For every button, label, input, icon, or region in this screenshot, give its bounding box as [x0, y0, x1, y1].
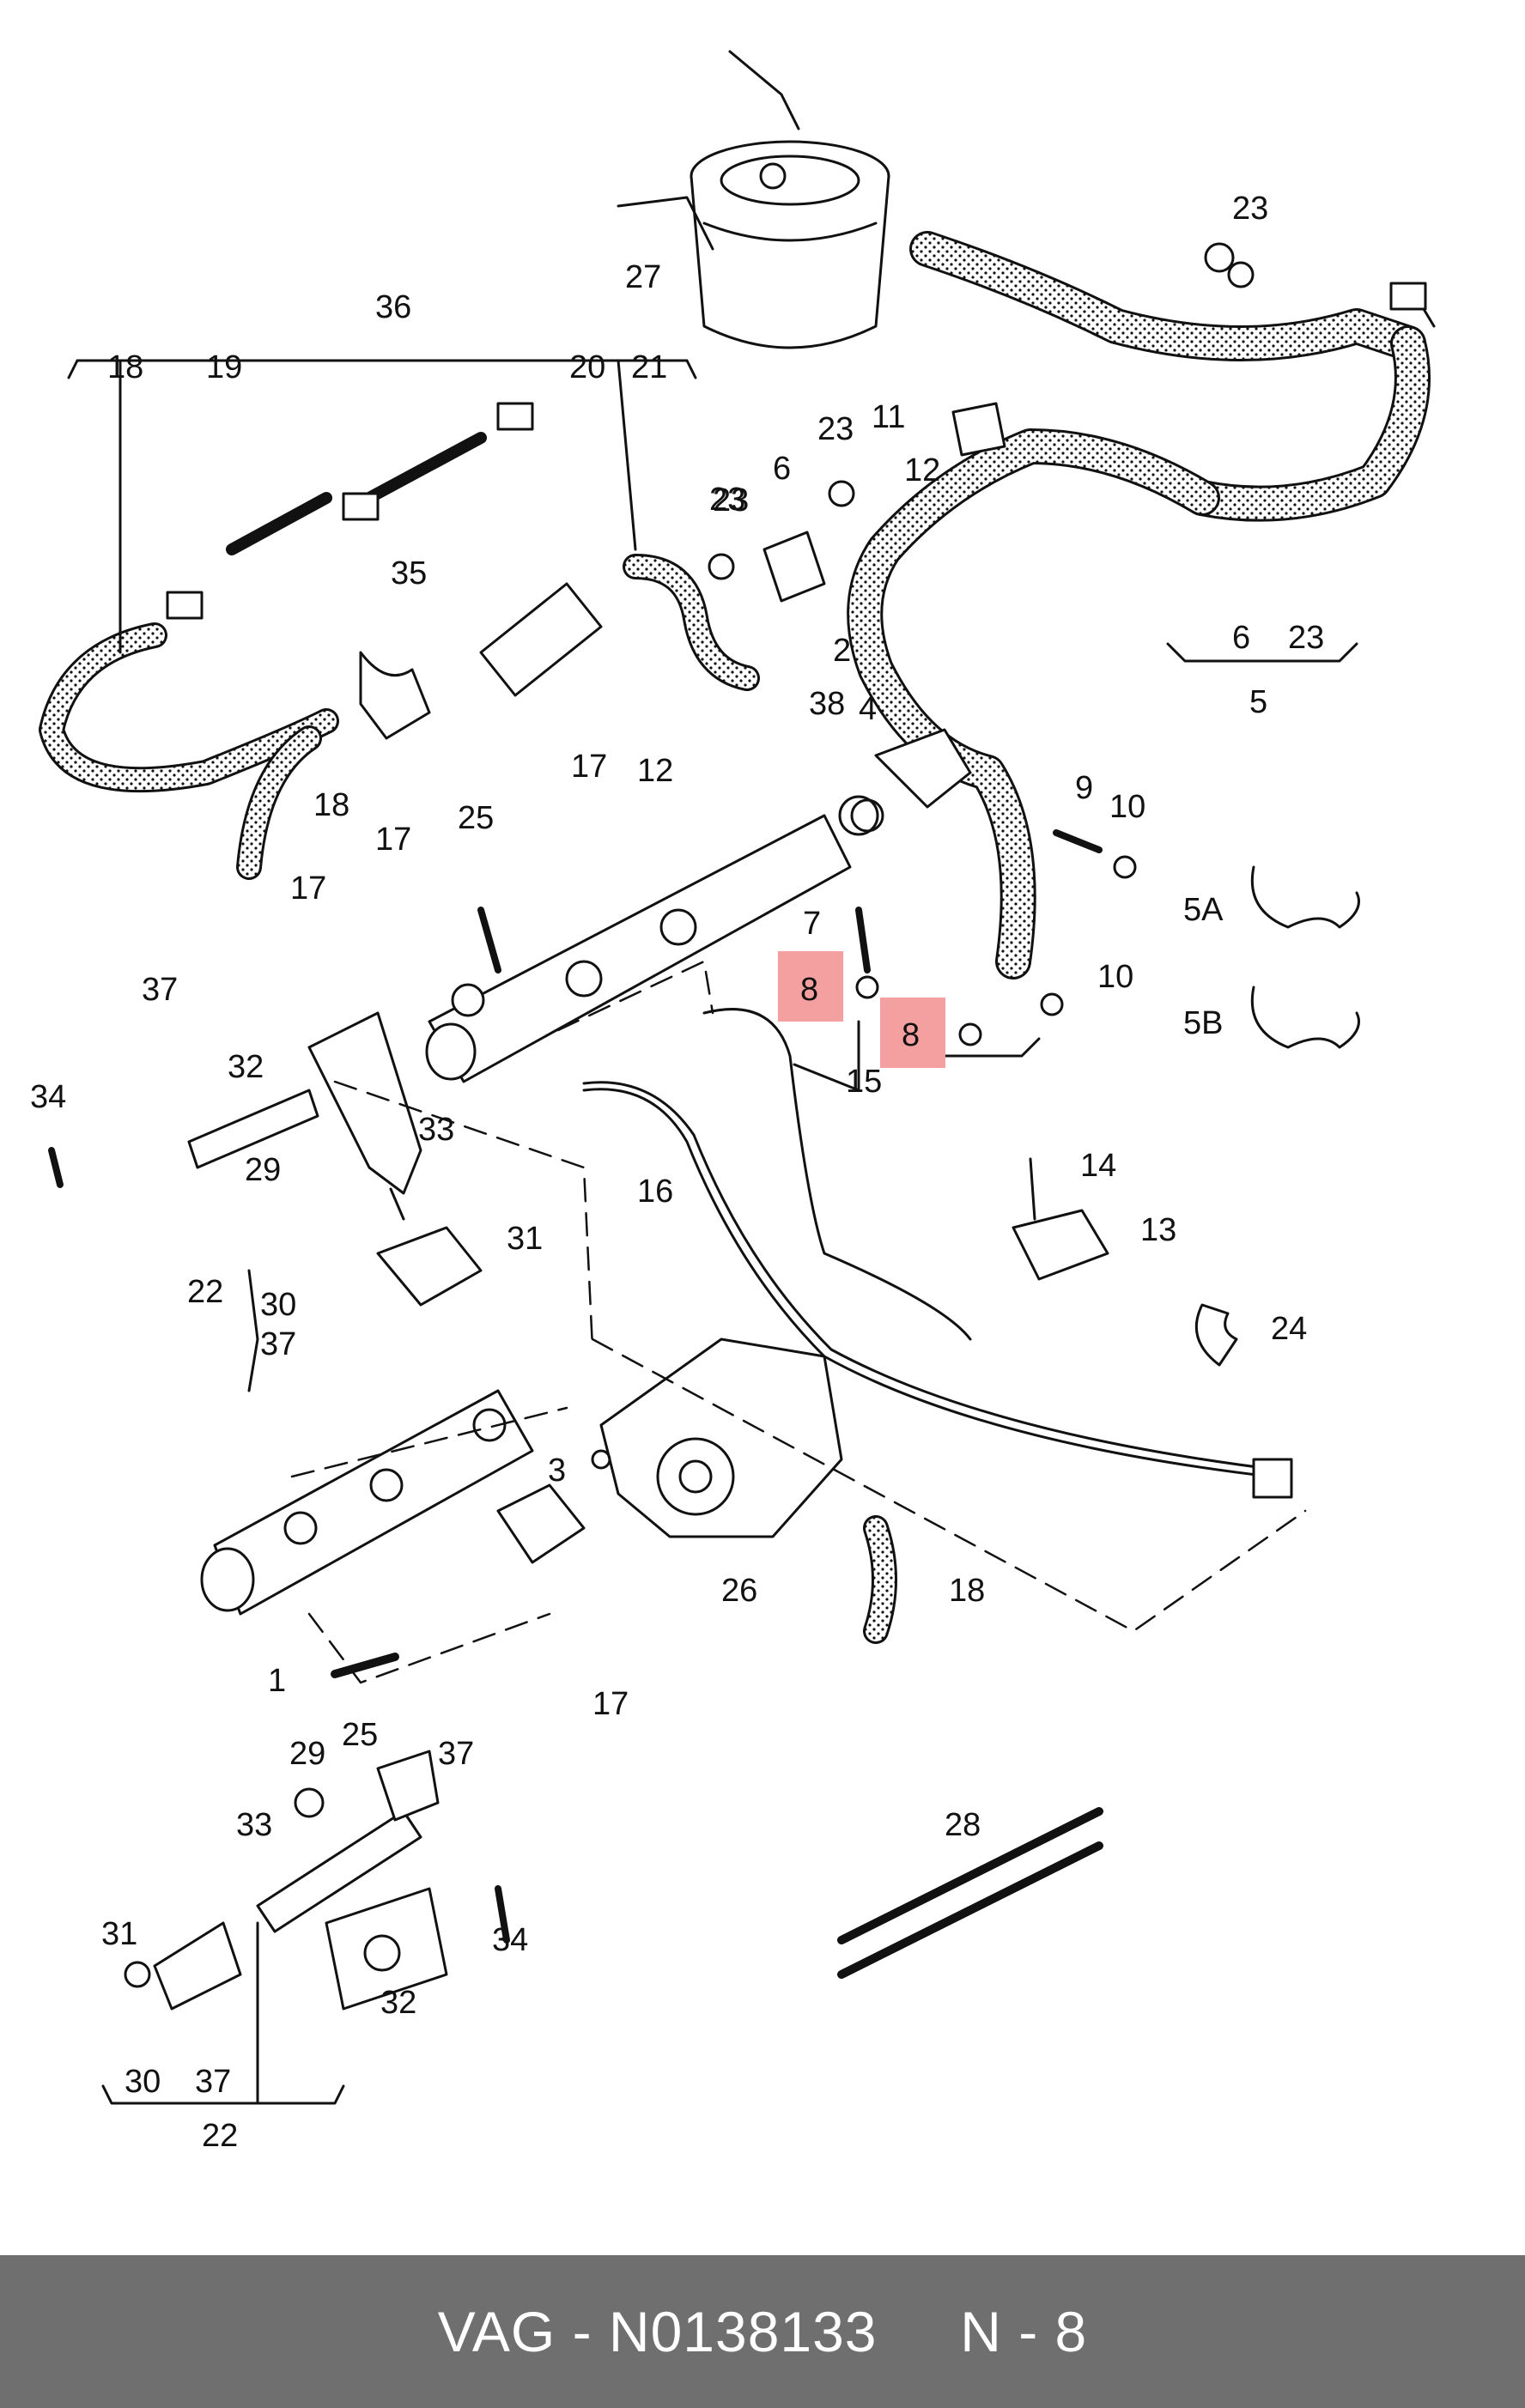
gap	[878, 2300, 961, 2363]
callout-label: 10	[1109, 789, 1145, 825]
inline-filter-icon	[166, 402, 603, 697]
clamp-icon	[187, 1089, 319, 1169]
callout-label: 17	[375, 822, 411, 858]
callout-label: 8	[902, 1017, 920, 1053]
fuel-rail-icon	[425, 814, 852, 1083]
diagram-ref-label: N - 8	[960, 2300, 1088, 2363]
fuel-rail-lower-icon	[200, 1389, 534, 1616]
fuel-filter-icon	[617, 50, 890, 349]
callout-label: 30	[260, 1287, 296, 1323]
callout-label: 14	[1080, 1148, 1116, 1184]
callout-label: 35	[391, 555, 427, 591]
callout-label: 4	[859, 691, 877, 727]
part-reference-text: VAG - N0138133 N - 8	[438, 2299, 1087, 2364]
parts-diagram: 1 2 3 4 5 5A 5B 6 7 8 8 10 10 11 12 12 1…	[30, 50, 1436, 2154]
callout-label: 3	[548, 1453, 566, 1489]
callout-label: 2	[833, 633, 851, 669]
clip-5a-icon	[1250, 865, 1360, 929]
bracket-13-icon	[1012, 1157, 1109, 1281]
callout-label: 18	[313, 787, 349, 823]
callout-label: 12	[637, 753, 673, 789]
callout-label: 10	[1097, 959, 1133, 995]
connector-icon	[762, 531, 826, 603]
callout-label: 32	[380, 1985, 416, 2021]
callout-label: 37	[195, 2064, 231, 2100]
callout-label: 23	[709, 482, 745, 518]
callout-label: 32	[228, 1049, 264, 1085]
callout-label: 8	[800, 972, 818, 1008]
callout-label: 5B	[1183, 1005, 1223, 1041]
callout-label: 15	[846, 1064, 882, 1100]
callout-label: 37	[260, 1326, 296, 1362]
callout-label: 17	[290, 870, 326, 907]
callout-label: 13	[1140, 1212, 1176, 1248]
callout-label: 38	[809, 686, 845, 722]
part-number: N0138133	[608, 2300, 878, 2363]
sealing-washer-icon	[855, 975, 879, 999]
callout-label: 17	[571, 749, 607, 785]
injector-icon	[307, 1011, 483, 1307]
footer-bar: VAG - N0138133 N - 8	[0, 2255, 1525, 2408]
callout-label: 23	[713, 482, 749, 519]
callout-label: 12	[904, 452, 940, 488]
callout-label: 27	[625, 259, 661, 295]
callout-label: 28	[945, 1807, 981, 1843]
callout-label: 31	[101, 1916, 137, 1952]
callout-label: 22	[187, 1274, 223, 1310]
temperature-sensor-icon	[496, 1483, 586, 1564]
clip-23-icon	[1204, 242, 1235, 273]
callout-label: 1	[268, 1663, 286, 1699]
callout-label: 26	[721, 1573, 757, 1609]
injector-lower-icon	[153, 1750, 448, 2011]
pressure-sensor-icon	[838, 728, 972, 836]
callout-label: 23	[817, 411, 854, 447]
banjo-bolt-icon	[855, 907, 871, 974]
callout-label: 16	[637, 1174, 673, 1210]
callout-label: 24	[1271, 1311, 1307, 1347]
highlight-box-8b	[880, 998, 945, 1068]
high-pressure-pump-icon	[591, 1337, 843, 1538]
callout-label: 9	[1075, 770, 1093, 806]
return-pipe-icon	[582, 1088, 1273, 1478]
callout-label: 5A	[1183, 892, 1224, 928]
callout-label: 33	[236, 1807, 272, 1843]
callout-label: 11	[872, 399, 905, 435]
cable-tie-icon	[837, 1807, 1103, 1944]
callout-label: 31	[507, 1221, 543, 1257]
callout-label: 6	[1232, 620, 1250, 656]
callout-label: 20	[569, 349, 605, 385]
diagram-svg: 1 2 3 4 5 5A 5B 6 7 8 8 10 10 11 12 12 1…	[30, 50, 1436, 2154]
clip-5b-icon	[1250, 986, 1360, 1049]
callout-label: 25	[342, 1717, 378, 1753]
callout-label: 36	[375, 289, 411, 325]
clip-24-icon	[1194, 1303, 1238, 1367]
callout-label: 6	[773, 451, 791, 487]
highlight-box-8a	[778, 951, 843, 1022]
callout-label: 29	[245, 1152, 281, 1188]
callout-label: 37	[142, 972, 178, 1008]
callout-label: 34	[30, 1079, 66, 1115]
callout-label: 5	[1249, 684, 1267, 720]
fuel-hose-icon	[847, 231, 1436, 980]
callout-label: 18	[107, 349, 143, 385]
separator: -	[556, 2300, 609, 2363]
callout-label: 18	[949, 1573, 985, 1609]
callout-label: 33	[418, 1112, 454, 1148]
callout-label: 30	[125, 2064, 161, 2100]
callout-label: 23	[1288, 620, 1324, 656]
callout-labels: 1 2 3 4 5 5A 5B 6 7 8 8 10 10 11 12 12 1…	[30, 191, 1324, 2154]
callout-label: 23	[1232, 191, 1268, 227]
callout-label: 21	[631, 349, 667, 385]
callout-label: 29	[289, 1736, 325, 1772]
callout-label: 19	[206, 349, 242, 385]
callout-label: 17	[592, 1686, 629, 1722]
callout-label: 34	[492, 1922, 528, 1958]
callout-label: 25	[458, 800, 494, 836]
callout-label: 37	[438, 1736, 474, 1772]
brand-label: VAG	[437, 2300, 556, 2363]
callout-label: 22	[202, 2118, 238, 2154]
callout-label: 7	[803, 906, 821, 942]
